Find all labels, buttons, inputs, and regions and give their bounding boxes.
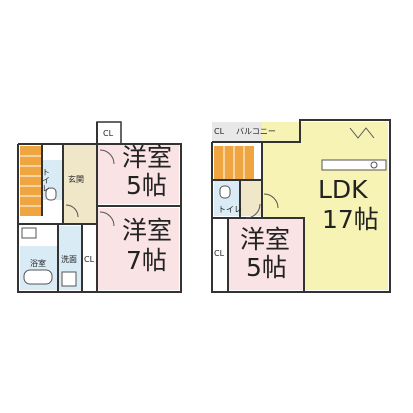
closet-side-2f-label: CL [214,249,225,258]
toilet-fixture-icon [45,187,57,201]
door-arc-1 [99,149,115,165]
ldk-size: 17帖 [322,205,379,234]
ldk-window-icon [349,127,375,139]
closet-top-1f-label: CL [103,129,114,138]
door-arc-3 [65,204,79,218]
bathtub-icon [23,269,53,285]
walls-1f [17,122,182,293]
closet-side-2f [212,218,228,290]
door-arc-2f-1 [245,203,261,219]
toilet-2f-fixture-icon [219,185,231,199]
bedroom-a [97,144,179,204]
stair-area-1f [20,146,42,216]
bedroom-b-size: 7帖 [126,246,167,275]
washroom-label: 洗面 [61,254,77,264]
bedroom-b-name: 洋室 [122,216,172,245]
toilet-2f-label: トイレ [218,205,242,214]
walls-2f [211,119,391,293]
ldk-name: LDK [318,175,368,204]
toilet-1f-label: トイレ [42,168,51,192]
closet-side-1f-label: CL [84,255,95,264]
stair-steps-1f [20,155,42,207]
bedroom-a-name: 洋室 [122,143,172,172]
bedroom-2f-name: 洋室 [240,225,290,254]
washing-machine-icon [61,271,77,287]
entrance-area [63,143,97,223]
sink-icon [21,227,37,239]
stair-steps-2f [223,146,245,180]
bath-label: 浴室 [30,258,46,268]
closet-top-2f-label: CL [214,127,225,136]
balcony-label: バルコニー [236,127,276,136]
closet-side-1f [82,226,96,290]
door-arc-2f-2 [263,193,279,209]
bedroom-b [97,208,179,290]
bedroom-a-size: 5帖 [126,171,167,200]
bedroom-2f-size: 5帖 [246,253,287,282]
stove-burner-icon [370,161,378,169]
door-arc-2 [99,211,115,227]
kitchen-counter-icon [321,159,387,171]
hall-2f [240,180,262,216]
floor-2: バルコニー CL トイレ LDK 17帖 洋室 5帖 CL [211,119,391,293]
floor-1: CL 洋室 5帖 洋室 7帖 トイレ 玄関 浴室 洗面 CL [17,121,182,293]
entrance-label: 玄関 [68,174,84,184]
bedroom-2f [228,218,304,290]
